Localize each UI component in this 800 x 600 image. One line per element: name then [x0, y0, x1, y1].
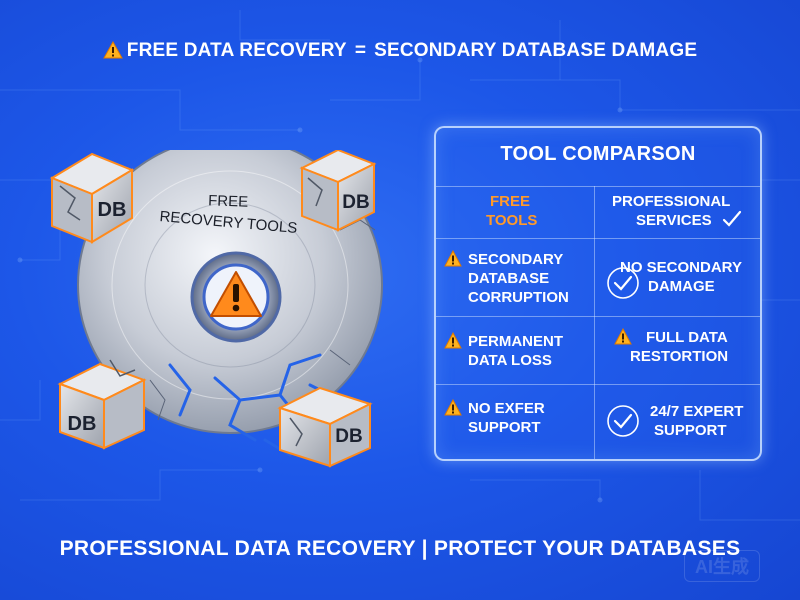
- header-free-tools: FREE TOOLS: [486, 193, 538, 229]
- headline-left: FREE DATA RECOVERY: [126, 40, 347, 61]
- db-label: DB: [68, 413, 97, 435]
- hub-warning-icon: [210, 271, 262, 317]
- broken-disc-illustration: FREE RECOVERY TOOLS DB DB DB: [40, 136, 440, 480]
- header-professional-services: PROFESSIONAL SERVICES: [612, 193, 731, 229]
- free-row-3: NO EXFER SUPPORT: [468, 400, 545, 436]
- divider: [436, 238, 760, 239]
- db-cube-top-right: DB: [299, 148, 377, 232]
- check-circle-icon: [607, 267, 639, 299]
- footer-tagline: PROFESSIONAL DATA RECOVERY | PROTECT YOU…: [59, 537, 741, 560]
- warning-icon: [444, 332, 462, 349]
- db-cube-top-left: DB: [49, 152, 135, 244]
- checkmark-icon: [722, 210, 742, 227]
- disc-label-line1: FREE: [208, 192, 249, 210]
- warning-icon: [444, 250, 462, 267]
- db-label: DB: [98, 199, 127, 221]
- divider: [436, 186, 760, 187]
- db-label: DB: [342, 192, 369, 213]
- warning-icon: [614, 328, 632, 345]
- headline-right: SECONDARY DATABASE DAMAGE: [374, 40, 698, 61]
- divider: [436, 316, 760, 317]
- free-row-2: PERMANENT DATA LOSS: [468, 333, 564, 369]
- divider: [436, 384, 760, 385]
- column-divider: [594, 186, 595, 459]
- ai-generated-watermark: AI生成: [684, 550, 760, 582]
- db-cube-bottom-right: DB: [277, 386, 373, 468]
- professional-row-1: NO SECONDARY DAMAGE: [620, 259, 742, 295]
- db-cube-bottom-left: DB: [57, 359, 147, 450]
- panel-title: TOOL COMPARSON: [500, 143, 696, 165]
- check-circle-icon: [607, 405, 639, 437]
- warning-icon: [444, 399, 462, 416]
- professional-row-3: 24/7 EXPERT SUPPORT: [650, 403, 744, 439]
- tool-comparison-panel: TOOL COMPARSON FREE TOOLS PROFESSIONAL S…: [434, 126, 762, 461]
- headline: FREE DATA RECOVERY = SECONDARY DATABASE DA…: [0, 40, 800, 62]
- professional-row-2: FULL DATA RESTORTION: [630, 329, 729, 365]
- warning-icon: [102, 41, 123, 59]
- db-label: DB: [335, 426, 362, 447]
- headline-separator: =: [354, 40, 367, 61]
- free-row-1: SECONDARY DATABASE CORRUPTION: [468, 251, 569, 306]
